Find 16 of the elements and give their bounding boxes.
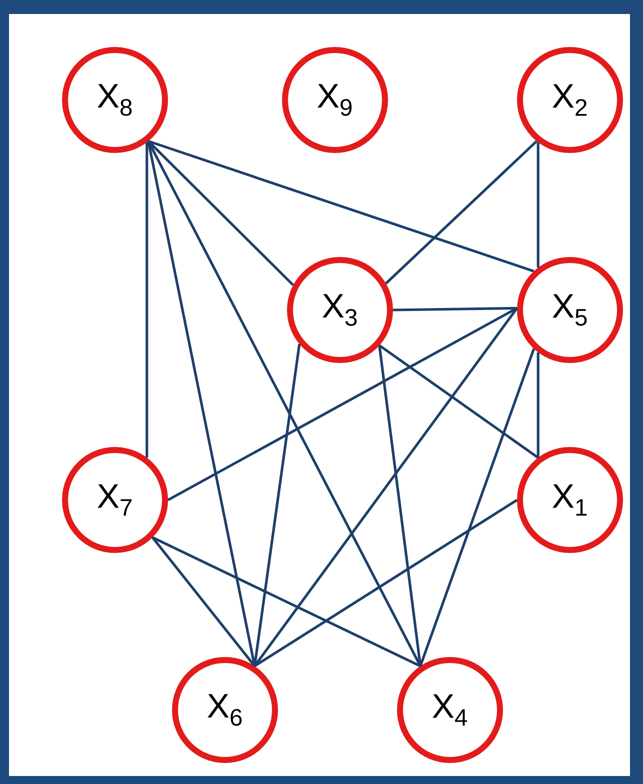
edge-line	[392, 306, 518, 312]
edge-line	[146, 142, 148, 458]
edge-line	[254, 307, 518, 667]
edge-line	[254, 498, 518, 668]
edge-line	[536, 352, 540, 458]
edge-line	[419, 348, 536, 666]
edge-line	[148, 140, 534, 272]
edge-line	[167, 307, 518, 502]
edge-line	[378, 344, 539, 459]
edge-line	[147, 140, 422, 667]
edge-line	[253, 344, 301, 666]
edge-line	[152, 536, 421, 668]
edge-line	[378, 345, 422, 666]
edge-line	[536, 142, 540, 268]
edge-line	[385, 140, 538, 284]
edge-line	[151, 536, 256, 667]
